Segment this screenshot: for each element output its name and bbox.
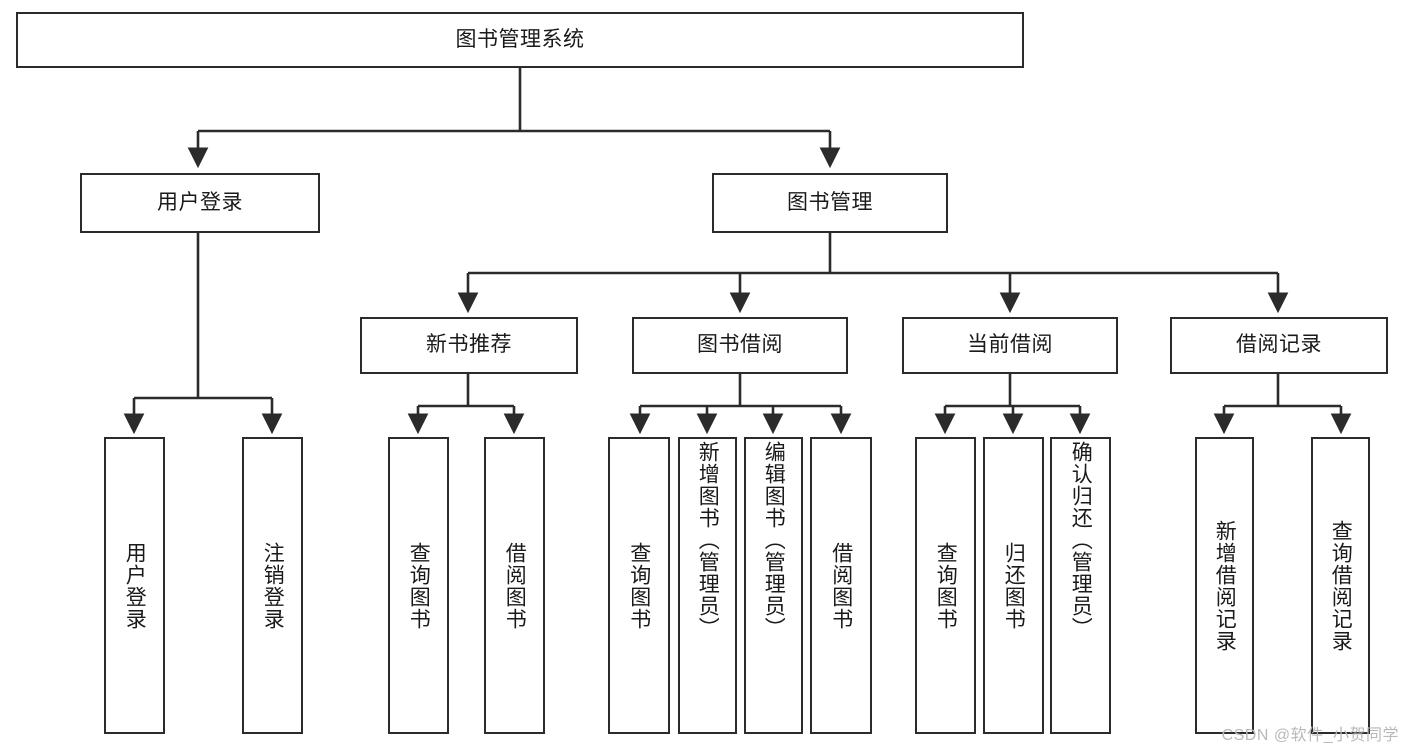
node-label: 借阅图书 bbox=[503, 541, 527, 630]
node-label: 查询借阅记录 bbox=[1329, 519, 1353, 652]
leaf-edit-book-admin[interactable]: 编辑图书（管理员） bbox=[744, 437, 803, 734]
node-root-book-management-system[interactable]: 图书管理系统 bbox=[16, 12, 1024, 68]
leaf-query-book-borrow[interactable]: 查询图书 bbox=[608, 437, 670, 734]
node-label: 当前借阅 bbox=[967, 333, 1053, 357]
leaf-user-login[interactable]: 用户登录 bbox=[104, 437, 165, 734]
node-label: 图书管理 bbox=[787, 190, 873, 214]
node-label: 借阅记录 bbox=[1236, 333, 1322, 357]
node-label: 查询图书 bbox=[407, 541, 431, 630]
node-label: 查询图书 bbox=[627, 541, 651, 630]
node-new-book-recommend[interactable]: 新书推荐 bbox=[360, 317, 578, 374]
node-label: 图书借阅 bbox=[697, 333, 783, 357]
leaf-query-book-recommend[interactable]: 查询图书 bbox=[388, 437, 449, 734]
node-label: 借阅图书 bbox=[829, 541, 853, 630]
node-current-borrow[interactable]: 当前借阅 bbox=[902, 317, 1118, 374]
node-book-management[interactable]: 图书管理 bbox=[712, 173, 948, 233]
node-label: 注销登录 bbox=[261, 541, 285, 630]
leaf-query-book-current[interactable]: 查询图书 bbox=[915, 437, 976, 734]
node-label: 归还图书 bbox=[1002, 541, 1026, 630]
node-label: 确认归还（管理员） bbox=[1069, 441, 1093, 639]
leaf-query-borrow-record[interactable]: 查询借阅记录 bbox=[1311, 437, 1370, 734]
node-user-login[interactable]: 用户登录 bbox=[80, 173, 320, 233]
leaf-add-book-admin[interactable]: 新增图书（管理员） bbox=[678, 437, 737, 734]
leaf-borrow-book-recommend[interactable]: 借阅图书 bbox=[484, 437, 545, 734]
node-borrow-record[interactable]: 借阅记录 bbox=[1170, 317, 1388, 374]
node-label: 新增图书（管理员） bbox=[696, 441, 720, 639]
node-label: 用户登录 bbox=[157, 190, 243, 214]
node-book-borrow[interactable]: 图书借阅 bbox=[632, 317, 848, 374]
watermark-text: CSDN @软件_小贺同学 bbox=[1221, 727, 1399, 744]
leaf-add-borrow-record[interactable]: 新增借阅记录 bbox=[1195, 437, 1254, 734]
leaf-user-logout[interactable]: 注销登录 bbox=[242, 437, 303, 734]
node-label: 用户登录 bbox=[123, 541, 147, 630]
node-label: 编辑图书（管理员） bbox=[762, 441, 786, 639]
leaf-return-book[interactable]: 归还图书 bbox=[983, 437, 1044, 734]
leaf-borrow-book[interactable]: 借阅图书 bbox=[810, 437, 872, 734]
node-label: 图书管理系统 bbox=[455, 27, 585, 51]
node-label: 新增借阅记录 bbox=[1213, 519, 1237, 652]
leaf-confirm-return-admin[interactable]: 确认归还（管理员） bbox=[1050, 437, 1111, 734]
node-label: 查询图书 bbox=[934, 541, 958, 630]
node-label: 新书推荐 bbox=[426, 333, 512, 357]
